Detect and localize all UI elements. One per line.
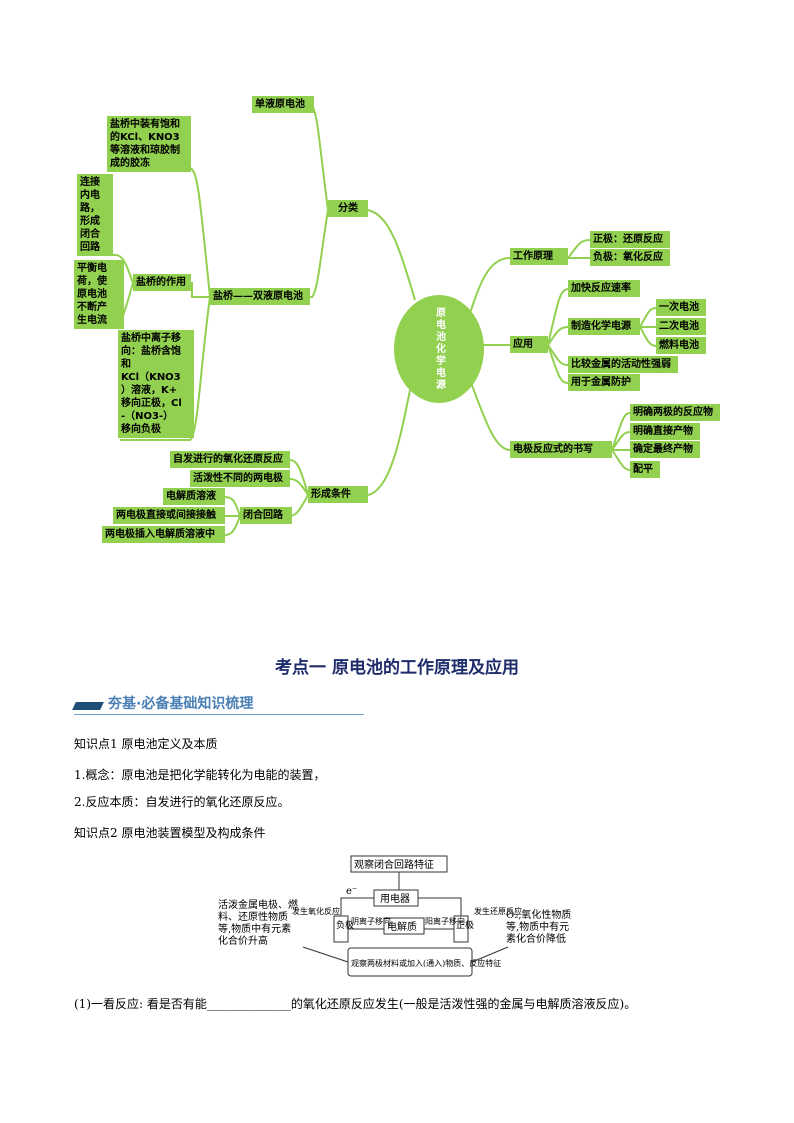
node-loop-contact: 两电极直接或间接接触 — [113, 507, 225, 524]
section-title: 考点一 原电池的工作原理及应用 — [275, 658, 519, 678]
knowledge-point-1: 知识点1 原电池定义及本质 — [74, 737, 218, 751]
node-cond-redox: 自发进行的氧化还原反应 — [170, 451, 290, 468]
banner-text: 夯基·必备基础知识梳理 — [108, 696, 254, 712]
diag-appliance: 用电器 — [380, 892, 410, 905]
diag-cathode: 正极 — [456, 919, 474, 931]
node-salt-bridge-role: 盐桥的作用 — [133, 274, 191, 291]
node-role-closed-loop: 连接 内电 路， 形成 闭合 回路 — [77, 174, 113, 256]
node-electrode-writing: 电极反应式的书写 — [510, 441, 612, 458]
node-salt-bridge-cell: 盐桥——双液原电池 — [210, 288, 310, 305]
node-application: 应用 — [510, 336, 548, 353]
node-loop-electrolyte: 电解质溶液 — [163, 488, 225, 505]
mindmap-root: 原电池化学电源 — [394, 295, 484, 403]
node-app-compare-activity: 比较金属的活动性强弱 — [568, 356, 678, 373]
node-app-protection: 用于金属防护 — [568, 374, 640, 391]
diag-anode: 负极 — [336, 919, 354, 931]
banner-bar — [72, 702, 104, 710]
node-app-power-source: 制造化学电源 — [568, 318, 640, 335]
node-working-principle: 工作原理 — [510, 248, 568, 265]
node-secondary-battery: 二次电池 — [656, 318, 706, 335]
node-fuel-cell: 燃料电池 — [656, 337, 706, 354]
node-positive-electrode: 正极：还原反应 — [590, 231, 670, 248]
section-banner: 夯基·必备基础知识梳理 — [72, 692, 364, 716]
line-1-look-reaction: (1)一看反应: 看是否有能______________的氧化还原反应发生(一般… — [74, 997, 637, 1011]
diag-left-box: 活泼金属电极、燃料、还原性物质等,物质中有元素化合价升高 — [218, 900, 298, 947]
diag-electron: e⁻ — [346, 886, 357, 897]
node-ion-migration: 盐桥中离子移 向：盐桥含饱 和 KCl（KNO3 ）溶液，K+ 移向正极，Cl … — [118, 330, 194, 438]
node-negative-electrode: 负极：氧化反应 — [590, 249, 670, 266]
node-write-direct-products: 明确直接产物 — [630, 423, 700, 440]
node-formation-conditions: 形成条件 — [308, 486, 368, 503]
diag-oxidation: 发生氧化反应 — [292, 906, 340, 916]
diag-electrolyte: 电解质 — [387, 920, 417, 933]
diag-top: 观察闭合回路特征 — [354, 858, 434, 871]
kp1-concept: 1.概念：原电池是把化学能转化为电能的装置， — [74, 768, 326, 782]
diag-cation: 阳离子移向 — [425, 916, 465, 926]
diag-right-box: O₂,氧化性物质等,物质中有元素化合价降低 — [506, 910, 572, 945]
node-role-balance-charge: 平衡电 荷，使 原电池 不断产 生电流 — [74, 260, 124, 329]
node-write-balance: 配平 — [630, 461, 660, 478]
diag-reduction: 发生还原反应 — [474, 906, 522, 916]
node-closed-loop: 闭合回路 — [240, 507, 292, 524]
diag-bottom: 观察两极材料或加入(通入)物质、反应特征 — [351, 958, 501, 968]
node-write-final-products: 确定最终产物 — [630, 441, 700, 458]
cell-model-diagram: 观察闭合回路特征 用电器 e⁻ 负极 正极 电解质 阴离子移向 阳离子移向 发生… — [292, 855, 522, 977]
node-cond-two-electrodes: 活泼性不同的两电极 — [190, 470, 290, 487]
kp1-essence: 2.反应本质：自发进行的氧化还原反应。 — [74, 795, 290, 809]
node-salt-bridge-desc: 盐桥中装有饱和 的KCl、KNO3 等溶液和琼胶制 成的胶冻 — [107, 116, 191, 172]
knowledge-point-2: 知识点2 原电池装置模型及构成条件 — [74, 826, 266, 840]
node-loop-immersion: 两电极插入电解质溶液中 — [102, 526, 225, 543]
mindmap-connectors — [77, 104, 657, 536]
node-app-speed: 加快反应速率 — [568, 280, 640, 297]
node-write-reactants: 明确两极的反应物 — [630, 404, 720, 421]
node-classification: 分类 — [328, 200, 368, 217]
diag-anion: 阴离子移向 — [351, 916, 391, 926]
node-single-cell: 单液原电池 — [252, 96, 314, 113]
banner-underline — [74, 714, 364, 715]
node-primary-battery: 一次电池 — [656, 299, 706, 316]
